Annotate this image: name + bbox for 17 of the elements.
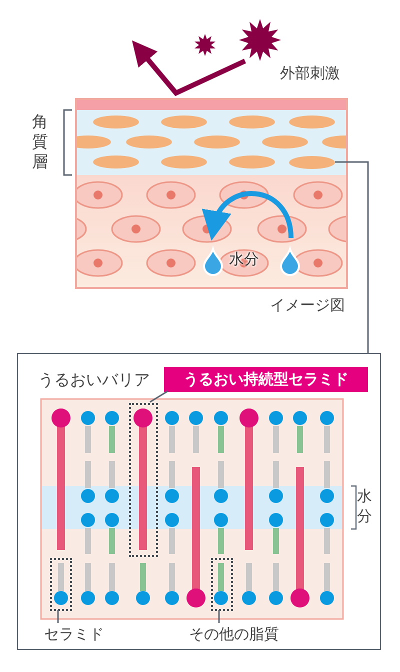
leader-line: [150, 390, 168, 403]
dotted-outline: [50, 558, 72, 611]
dotted-outline: [211, 558, 233, 611]
caption-text: セラミド: [44, 624, 114, 644]
highlight-label: うるおい持続型セラミド: [164, 367, 368, 392]
caption-text: 外部刺激: [280, 64, 340, 83]
leader-line: [218, 610, 220, 623]
leader-line: [57, 610, 59, 623]
caption-text: イメージ図: [270, 296, 345, 315]
layer-label: 角質層: [32, 112, 48, 172]
caption-text: その他の脂質: [189, 624, 289, 644]
leader-line: [335, 161, 369, 353]
dotted-outline: [129, 403, 158, 557]
water-label: 水分: [229, 250, 259, 269]
water-label: 水分: [357, 486, 373, 526]
detail-panel: [17, 353, 381, 650]
panel-title: うるおいバリア: [38, 370, 150, 391]
